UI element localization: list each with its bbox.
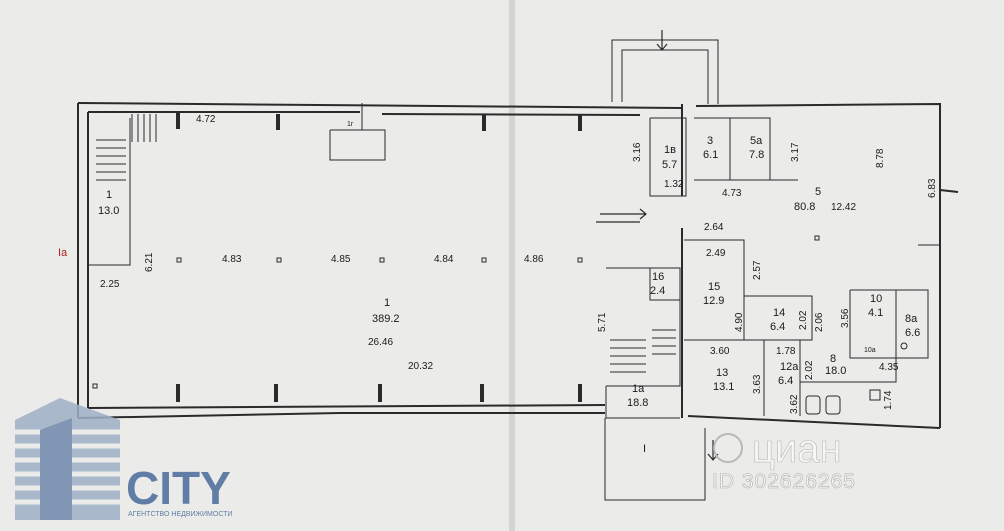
room-number: 8а bbox=[905, 313, 918, 325]
dimension: 4.73 bbox=[722, 188, 742, 199]
dimension: 3.63 bbox=[752, 374, 763, 394]
room-number: 5а bbox=[750, 135, 763, 147]
dimension: 6.21 bbox=[144, 252, 155, 272]
dimension: 4.84 bbox=[434, 254, 454, 265]
room-number: 1в bbox=[664, 144, 676, 156]
dimension: 4.86 bbox=[524, 254, 544, 265]
dimension: 20.32 bbox=[408, 361, 433, 372]
listing-id: ID 302626265 bbox=[712, 470, 856, 493]
dimension: 4.85 bbox=[331, 254, 351, 265]
room-number: 14 bbox=[773, 307, 785, 319]
room-area: 6.6 bbox=[905, 327, 920, 339]
columns bbox=[92, 113, 820, 402]
room-area: 6.4 bbox=[770, 321, 785, 333]
dimension: 5.71 bbox=[597, 312, 608, 332]
dimension: 2.49 bbox=[706, 248, 726, 259]
room-number: 5 bbox=[815, 186, 821, 198]
room-number: 12а bbox=[780, 361, 799, 373]
entrance-marker-left: Iа bbox=[58, 247, 68, 259]
agency-tagline: АГЕНТСТВО НЕДВИЖИМОСТИ bbox=[128, 511, 232, 518]
dimension: 1.78 bbox=[776, 346, 796, 357]
dimension: 3.17 bbox=[790, 142, 801, 162]
room-area: 6.1 bbox=[703, 149, 718, 161]
room-10a-marker: 10а bbox=[864, 347, 876, 354]
cian-logo-icon bbox=[713, 433, 743, 463]
dimension: 1.74 bbox=[883, 390, 894, 410]
room-area: 18.0 bbox=[825, 365, 846, 377]
room-number: 1 bbox=[106, 189, 112, 201]
dimension: 4.90 bbox=[734, 312, 745, 332]
room-number: 15 bbox=[708, 281, 720, 293]
dimension: 2.02 bbox=[804, 360, 815, 380]
cian-brand: циан bbox=[752, 427, 842, 471]
staircases bbox=[96, 114, 676, 373]
room-area: 4.1 bbox=[868, 307, 883, 319]
room-area: 80.8 bbox=[794, 201, 815, 213]
room-area: 13.1 bbox=[713, 381, 734, 393]
room-area: 389.2 bbox=[372, 313, 400, 325]
dimension-labels-vertical: 6.21 3.16 3.17 8.78 6.83 2.57 5.71 4.90 … bbox=[144, 142, 938, 414]
dimension-labels: 4.72 2.25 4.83 4.85 4.84 4.86 26.46 20.3… bbox=[100, 114, 899, 373]
dimension: 4.72 bbox=[196, 114, 216, 125]
agency-name: CITY bbox=[126, 462, 231, 514]
room-area: 6.4 bbox=[778, 375, 793, 387]
room-number: 16 bbox=[652, 271, 664, 283]
room-number: 8 bbox=[830, 353, 836, 365]
room-area: 12.9 bbox=[703, 295, 724, 307]
plumbing-fixtures bbox=[805, 342, 908, 415]
dimension: 3.62 bbox=[789, 394, 800, 414]
entrance-arrows bbox=[596, 30, 719, 461]
dimension: 2.57 bbox=[752, 260, 763, 280]
stair-marker: 1г bbox=[347, 121, 354, 128]
dimension: 2.64 bbox=[704, 222, 724, 233]
room-area: 18.8 bbox=[627, 397, 648, 409]
dimension: 12.42 bbox=[831, 202, 856, 213]
cian-watermark: циан ID 302626265 bbox=[712, 427, 856, 494]
room-number: 3 bbox=[707, 135, 713, 147]
room-labels: 1 13.0 1 389.2 1в 5.7 3 6.1 5а 7.8 5 80.… bbox=[98, 135, 920, 409]
markers: Iа I 10а 1г bbox=[58, 121, 876, 455]
dimension: 6.83 bbox=[927, 178, 938, 198]
entrance-marker-bottom: I bbox=[643, 443, 646, 455]
walls bbox=[77, 39, 959, 501]
room-number: 1 bbox=[384, 297, 390, 309]
dimension: 8.78 bbox=[875, 148, 886, 168]
room-area: 5.7 bbox=[662, 159, 677, 171]
dimension: 26.46 bbox=[368, 337, 393, 348]
dimension: 3.56 bbox=[840, 308, 851, 328]
dimension: 1.32 bbox=[664, 179, 684, 190]
room-area: 13.0 bbox=[98, 205, 119, 217]
dimension: 2.02 bbox=[798, 310, 809, 330]
dimension: 4.35 bbox=[879, 362, 899, 373]
room-number: 10 bbox=[870, 293, 882, 305]
room-number: 13 bbox=[716, 367, 728, 379]
room-area: 7.8 bbox=[749, 149, 764, 161]
room-area: 2.4 bbox=[650, 285, 665, 297]
dimension: 3.16 bbox=[632, 142, 643, 162]
dimension: 4.83 bbox=[222, 254, 242, 265]
dimension: 3.60 bbox=[710, 346, 730, 357]
city-logo: CITY АГЕНТСТВО НЕДВИЖИМОСТИ bbox=[15, 398, 232, 520]
dimension: 2.25 bbox=[100, 279, 120, 290]
dimension: 2.06 bbox=[814, 312, 825, 332]
room-number: 1а bbox=[632, 383, 645, 395]
